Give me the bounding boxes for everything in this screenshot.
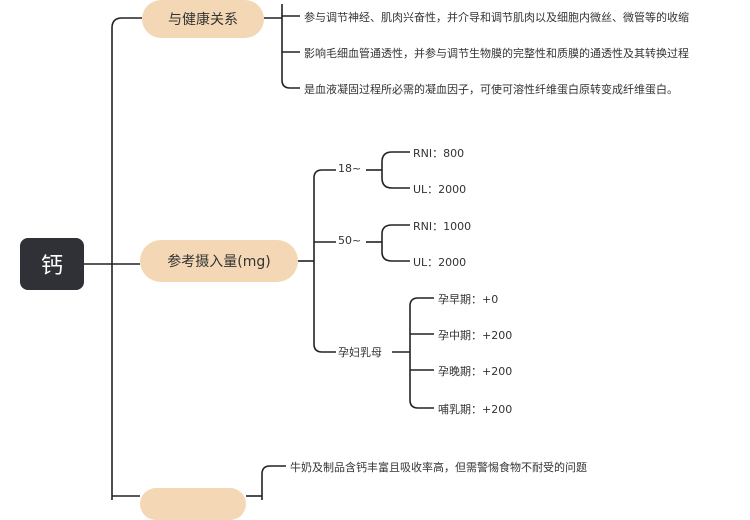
connector-lines bbox=[84, 4, 434, 500]
group-50-ul: UL：2000 bbox=[413, 256, 467, 269]
branch-food-node bbox=[140, 488, 246, 520]
group-50-rni: RNI：1000 bbox=[413, 220, 472, 233]
group-18-ul: UL：2000 bbox=[413, 183, 467, 196]
group-18-label: 18~ bbox=[338, 162, 362, 175]
food-item-1: 牛奶及制品含钙丰富且吸收率高，但需警惕食物不耐受的问题 bbox=[290, 461, 587, 474]
group-50-label: 50~ bbox=[338, 234, 362, 247]
branch-health-node: 与健康关系 bbox=[142, 0, 264, 38]
lactation: 哺乳期：+200 bbox=[438, 403, 513, 416]
branch-health-label: 与健康关系 bbox=[168, 12, 238, 28]
group-18-rni: RNI：800 bbox=[413, 147, 465, 160]
pregnant-early: 孕早期：+0 bbox=[438, 293, 499, 306]
group-pregnant-label: 孕妇乳母 bbox=[338, 344, 382, 360]
branch-intake-node: 参考摄入量(mg) bbox=[140, 240, 298, 282]
root-node: 钙 bbox=[20, 238, 84, 290]
root-label: 钙 bbox=[40, 254, 63, 279]
health-item-1: 参与调节神经、肌肉兴奋性，并介导和调节肌肉以及细胞内微丝、微管等的收缩 bbox=[304, 11, 689, 24]
health-item-3: 是血液凝固过程所必需的凝血因子，可使可溶性纤维蛋白原转变成纤维蛋白。 bbox=[304, 83, 678, 96]
pregnant-mid: 孕中期：+200 bbox=[438, 329, 513, 342]
pregnant-late: 孕晚期：+200 bbox=[438, 365, 513, 378]
health-item-2: 影响毛细血管通透性，并参与调节生物膜的完整性和质膜的通透性及其转换过程 bbox=[304, 47, 689, 60]
branch-intake-label: 参考摄入量(mg) bbox=[167, 254, 271, 270]
